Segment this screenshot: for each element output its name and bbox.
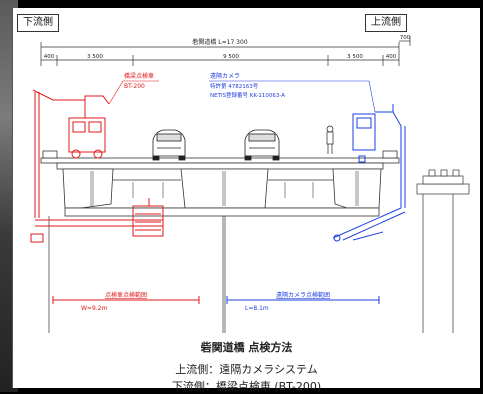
dim-9500: 9 500 <box>223 54 239 60</box>
passenger-car-left <box>152 129 186 161</box>
stiffeners <box>90 171 359 206</box>
camera-range-length: L=8.1m <box>245 305 269 312</box>
vehicle-callout-line1: 橋梁点検車 <box>124 72 154 80</box>
caption-title: 砦関道橋 点検方法 <box>200 341 293 354</box>
worker-figure <box>326 125 334 154</box>
piers <box>48 193 454 333</box>
downstream-label: 下流側 <box>17 14 59 32</box>
total-width-label: 砦関道橋 L=17 300 <box>192 38 247 46</box>
camera-callout-line2: 特許第 4782163号 <box>210 82 259 90</box>
vehicle-callout-line2: BT-200 <box>124 83 145 90</box>
dim-400-right: 400 <box>386 54 397 60</box>
dim-700: 700 <box>400 35 411 41</box>
camera-range-title: 遠隔カメラ点検範囲 <box>276 291 330 299</box>
camera-callout-line1: 遠隔カメラ <box>210 72 240 80</box>
drawing-sheet: 下流側 上流側 砦関道橋 L=17 300 400 3 500 9 500 3 … <box>12 8 480 393</box>
camera-callout-leader <box>209 80 376 113</box>
dim-400-left: 400 <box>44 54 55 60</box>
caption-downstream: 下流側：橋梁点検車 (BT-200) <box>171 380 322 393</box>
inspection-vehicle <box>30 89 164 243</box>
range-bars <box>52 296 380 304</box>
adjacent-structure <box>416 169 470 195</box>
caption-upstream: 上流側：遠隔カメラシステム <box>175 363 318 376</box>
dim-3500-left: 3 500 <box>87 54 103 60</box>
dim-3500-right: 3 500 <box>347 54 363 60</box>
camera-callout-line3: NETIS登録番号 KK-110063-A <box>210 91 285 99</box>
main-girders <box>62 168 382 217</box>
vehicle-callout-leader <box>108 80 159 105</box>
upstream-label: 上流側 <box>365 14 407 32</box>
remote-camera-system <box>332 104 406 242</box>
vehicle-range-width: W=9.2m <box>81 305 108 312</box>
bridge-deck <box>40 150 400 170</box>
vehicle-range-title: 点検車点検範囲 <box>105 291 147 299</box>
dimension-lines <box>40 36 411 66</box>
bridge-cross-section: 砦関道橋 L=17 300 400 3 500 9 500 3 500 400 … <box>30 35 470 333</box>
passenger-car-right <box>244 129 280 161</box>
